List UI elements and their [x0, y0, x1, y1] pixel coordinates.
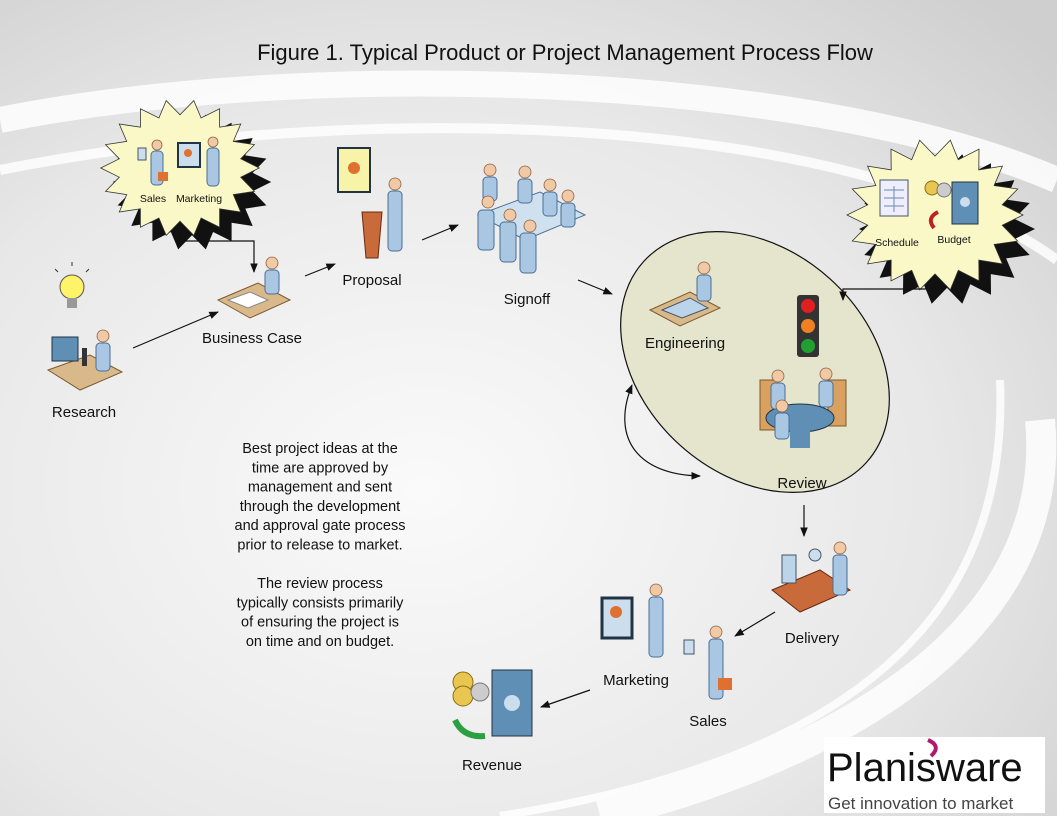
- logo-wordmark: Planisware: [827, 746, 1023, 790]
- schedule-icon: [879, 179, 909, 217]
- engineering-icon: [648, 261, 722, 327]
- research-icon: [46, 329, 124, 391]
- arrow-callout-to-review: [839, 282, 936, 301]
- marketing-person-icon: [177, 136, 220, 187]
- arrow-marketing-to-revenue: [540, 689, 591, 708]
- flow-arrows: [132, 224, 936, 708]
- arrow-delivery-to-sales: [734, 611, 776, 637]
- arrow-engineering-review-loop: [624, 384, 701, 480]
- node-label-engineering: Engineering: [645, 335, 725, 352]
- note-line: on time and on budget.: [246, 634, 394, 650]
- sales-icon: [683, 625, 732, 700]
- note-line: time are approved by: [252, 460, 389, 476]
- callout-label-sales: Sales: [140, 193, 166, 205]
- review-meeting-icon: [759, 367, 847, 448]
- arrow-callout-to-business-case: [179, 232, 258, 273]
- node-label-delivery: Delivery: [785, 630, 840, 647]
- marketing-icon: [600, 583, 664, 658]
- node-label-signoff: Signoff: [504, 291, 551, 308]
- node-label-review: Review: [777, 475, 826, 492]
- budget-safe-icon: [924, 180, 979, 230]
- revenue-safe-icon: [452, 669, 533, 740]
- schedule-budget-callout: Schedule Budget: [846, 139, 1035, 304]
- proposal-presenter-icon: [337, 147, 403, 259]
- note-line: management and sent: [248, 480, 392, 496]
- callout-label-budget: Budget: [937, 234, 970, 246]
- node-label-research: Research: [52, 404, 116, 421]
- note-line: Best project ideas at the: [242, 441, 398, 457]
- node-label-proposal: Proposal: [342, 272, 401, 289]
- note-line: through the development: [240, 499, 400, 515]
- business-case-icon: [216, 256, 292, 319]
- traffic-light-icon: [797, 295, 819, 357]
- arrow-research-to-business-case: [132, 311, 219, 349]
- arrow-business-case-to-proposal: [304, 263, 336, 277]
- logo-tagline: Get innovation to market: [828, 794, 1013, 813]
- node-label-sales: Sales: [689, 713, 727, 730]
- salesperson-icon: [137, 139, 168, 186]
- delivery-conveyor-icon: [771, 541, 852, 613]
- diagram-title: Figure 1. Typical Product or Project Man…: [257, 40, 873, 65]
- lightbulb-icon: [54, 262, 90, 308]
- sales-marketing-callout: Sales Marketing: [99, 99, 272, 250]
- callout-label-marketing: Marketing: [176, 193, 222, 205]
- note-line: prior to release to market.: [237, 538, 402, 554]
- node-label-revenue: Revenue: [462, 757, 522, 774]
- note-line: of ensuring the project is: [241, 615, 399, 631]
- note-line: typically consists primarily: [237, 595, 405, 611]
- planisware-logo: Planisware Get innovation to market: [824, 737, 1045, 813]
- arrow-proposal-to-signoff: [421, 224, 459, 241]
- signoff-meeting-icon: [476, 163, 587, 274]
- note-line: The review process: [257, 576, 383, 592]
- arrow-signoff-to-engineering: [577, 279, 613, 295]
- node-label-marketing: Marketing: [603, 672, 669, 689]
- callout-label-schedule: Schedule: [875, 237, 919, 249]
- note-line: and approval gate process: [235, 518, 406, 534]
- logo-swoosh-icon: [927, 738, 938, 758]
- description-note: Best project ideas at the time are approv…: [235, 441, 406, 650]
- node-label-business-case: Business Case: [202, 330, 302, 347]
